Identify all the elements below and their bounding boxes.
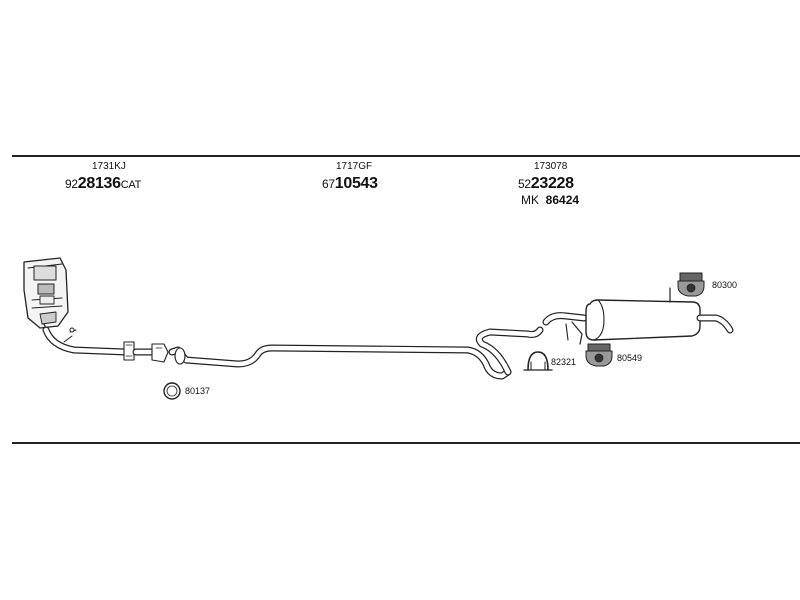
section-1-prefix: 92	[65, 177, 78, 191]
section-3-code: 173078	[534, 161, 568, 172]
part-label-clamp: 82321	[551, 357, 577, 367]
part-label-mount-upper: 80300	[712, 280, 738, 290]
section-3-part-number: 5223228	[518, 176, 574, 192]
section-1-code: 1731KJ	[92, 161, 126, 172]
section-3-alt-number: 86424	[545, 193, 580, 207]
section-1-suffix: CAT	[120, 179, 142, 191]
intermediate-pipe	[168, 326, 544, 380]
section-2-number: 10543	[334, 175, 378, 192]
section-3-alt-part-number: MK 86424	[521, 194, 579, 206]
section-3-alt-prefix: MK	[521, 193, 539, 207]
section-2-prefix: 67	[322, 177, 335, 191]
rubber-mount-lower-icon	[585, 343, 613, 367]
rubber-mount-upper-icon	[677, 272, 705, 297]
clamp-icon	[523, 351, 553, 371]
top-divider-line	[12, 155, 800, 157]
section-1-number: 28136	[77, 175, 121, 192]
section-2-part-number: 6710543	[322, 176, 378, 192]
part-label-mount-lower: 80549	[617, 353, 643, 363]
section-1-part-number: 9228136CAT	[65, 176, 141, 192]
rear-silencer	[542, 287, 734, 345]
section-2-code: 1717GF	[336, 161, 373, 172]
part-label-seal: 80137	[185, 386, 211, 396]
section-3-prefix: 52	[518, 177, 531, 191]
section-3-number: 23228	[530, 175, 574, 192]
front-pipe	[42, 326, 169, 363]
catalytic-converter	[23, 257, 69, 339]
bottom-divider-line	[12, 442, 800, 444]
